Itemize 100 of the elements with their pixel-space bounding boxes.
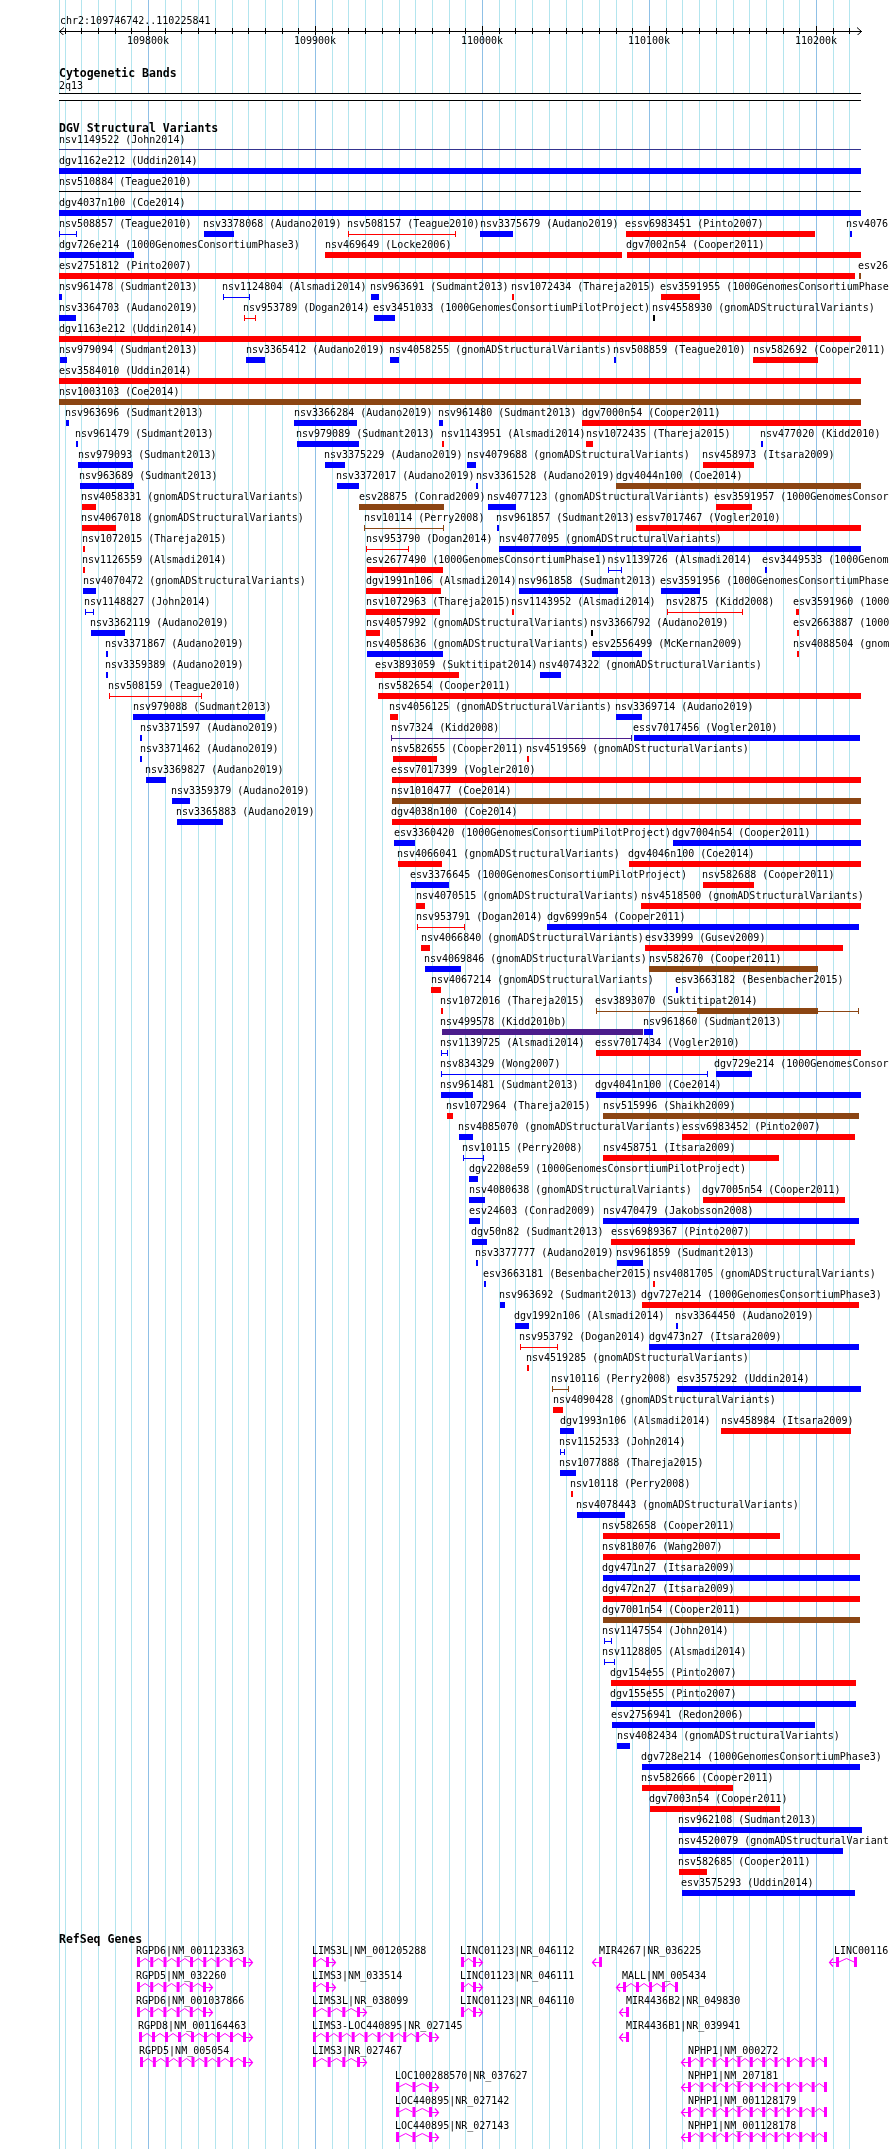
variant-label: esv3893059 (Suktitipat2014) — [375, 659, 538, 671]
variant-label: essv6989367 (Pinto2007) — [611, 1226, 750, 1238]
variant-label: nsv3359389 (Audano2019) — [105, 659, 244, 671]
variant-label: dgv7001n54 (Cooper2011) — [602, 1604, 741, 1616]
variant-label: nsv953792 (Dogan2014) — [519, 1331, 646, 1343]
variant-label: esv3591957 (1000GenomesConsor — [714, 491, 889, 503]
scale-tick-label: 109800k — [126, 35, 170, 47]
variant-label: nsv7324 (Kidd2008) — [391, 722, 500, 734]
variant-label: nsv515996 (Shaikh2009) — [603, 1100, 736, 1112]
variant-label: dgv6999n54 (Cooper2011) — [547, 911, 686, 923]
variant-label: nsv4058255 (gnomADStructuralVariants) — [389, 344, 612, 356]
variant-label: esv2677490 (1000GenomesConsortiumPhase1) — [366, 554, 607, 566]
variant-label: nsv818076 (Wang2007) — [602, 1541, 723, 1553]
variant-label: nsv3364703 (Audano2019) — [59, 302, 198, 314]
variant-label: esv3663181 (Besenbacher2015) — [483, 1268, 652, 1280]
variant-label: nsv3366284 (Audano2019) — [294, 407, 433, 419]
variant-label: nsv508159 (Teague2010) — [108, 680, 241, 692]
variant-label: dgv7003n54 (Cooper2011) — [649, 1793, 788, 1805]
variant-label: nsv458751 (Itsara2009) — [603, 1142, 736, 1154]
gene-label: LOC440895|NR_027142 — [395, 2095, 510, 2107]
gene-label: RGPD5|NM_032260 — [136, 1970, 227, 1982]
variant-label: nsv962108 (Sudmant2013) — [678, 1814, 817, 1826]
variant-label: dgv472n27 (Itsara2009) — [602, 1583, 735, 1595]
variant-label: nsv4090428 (gnomADStructuralVariants) — [553, 1394, 776, 1406]
variant-label: esv28875 (Conrad2009) — [359, 491, 486, 503]
variant-label: nsv458984 (Itsara2009) — [721, 1415, 854, 1427]
variant-label: nsv508859 (Teague2010) — [613, 344, 746, 356]
variant-label: nsv469649 (Locke2006) — [325, 239, 452, 251]
variant-label: nsv4519285 (gnomADStructuralVariants) — [526, 1352, 749, 1364]
variant-label: nsv1143951 (Alsmadi2014) — [441, 428, 586, 440]
variant-label: essv7017467 (Vogler2010) — [636, 512, 781, 524]
variant-label: nsv477020 (Kidd2010) — [760, 428, 881, 440]
variant-label: nsv4070515 (gnomADStructuralVariants) — [416, 890, 639, 902]
gene-label: RGPD6|NM_001037866 — [136, 1995, 245, 2007]
variant-label: esv2751812 (Pinto2007) — [59, 260, 192, 272]
variant-label: nsv3364450 (Audano2019) — [675, 1310, 814, 1322]
variant-label: nsv953791 (Dogan2014) — [416, 911, 543, 923]
variant-label: nsv1077888 (Thareja2015) — [559, 1457, 704, 1469]
variant-label: esv3376645 (1000GenomesConsortiumPilotProject) — [410, 869, 687, 881]
scale-tick-label: 110100k — [627, 35, 671, 47]
variant-label: esv33999 (Gusev2009) — [645, 932, 766, 944]
variant-label: dgv1993n106 (Alsmadi2014) — [560, 1415, 711, 1427]
variant-label: nsv961859 (Sudmant2013) — [616, 1247, 755, 1259]
variant-label: nsv3375679 (Audano2019) — [480, 218, 619, 230]
variant-label: nsv963696 (Sudmant2013) — [65, 407, 204, 419]
variant-label: dgv2208e59 (1000GenomesConsortiumPilotProject) — [469, 1163, 746, 1175]
variant-label: nsv582654 (Cooper2011) — [378, 680, 511, 692]
variant-label: nsv953790 (Dogan2014) — [366, 533, 493, 545]
variant-label: nsv961479 (Sudmant2013) — [75, 428, 214, 440]
gene-label: LINC00116 — [834, 1945, 889, 1957]
band-label: 2q13 — [59, 80, 84, 92]
variant-label: dgv471n27 (Itsara2009) — [602, 1562, 735, 1574]
variant-label: dgv4046n100 (Coe2014) — [628, 848, 755, 860]
gene-label: MIR4436B2|NR_049830 — [626, 1995, 741, 2007]
variant-label: nsv4066840 (gnomADStructuralVariants) — [421, 932, 644, 944]
variant-label: nsv4082434 (gnomADStructuralVariants) — [617, 1730, 840, 1742]
variant-label: nsv4058636 (gnomADStructuralVariants) — [366, 638, 589, 650]
variant-label: essv6983451 (Pinto2007) — [625, 218, 764, 230]
variant-label: nsv1148827 (John2014) — [84, 596, 211, 608]
variant-label: nsv3371867 (Audano2019) — [105, 638, 244, 650]
variant-label: nsv1152533 (John2014) — [559, 1436, 686, 1448]
variant-label: nsv961478 (Sudmant2013) — [59, 281, 198, 293]
variant-label: nsv979093 (Sudmant2013) — [78, 449, 217, 461]
variant-label: esv2756941 (Redon2006) — [611, 1709, 744, 1721]
variant-label: dgv473n27 (Itsara2009) — [649, 1331, 782, 1343]
variant-label: nsv4067018 (gnomADStructuralVariants) — [81, 512, 304, 524]
variant-label: nsv4070472 (gnomADStructuralVariants) — [83, 575, 306, 587]
variant-label: nsv1143952 (Alsmadi2014) — [511, 596, 656, 608]
variant-label: nsv3365883 (Audano2019) — [176, 806, 315, 818]
variant-label: dgv7005n54 (Cooper2011) — [702, 1184, 841, 1196]
gene-label: RGPD8|NM_001164463 — [138, 2020, 247, 2032]
variant-label: nsv3371462 (Audano2019) — [140, 743, 279, 755]
variant-label: nsv1128805 (Alsmadi2014) — [602, 1646, 747, 1658]
scale-tick-label: 109900k — [293, 35, 337, 47]
gene-label: NPHP1|NM_001128178 — [688, 2120, 797, 2132]
variant-label: dgv4041n100 (Coe2014) — [595, 1079, 722, 1091]
variant-label: nsv4077095 (gnomADStructuralVariants) — [499, 533, 722, 545]
variant-label: nsv1003103 (Coe2014) — [59, 386, 180, 398]
variant-label: dgv1991n106 (Alsmadi2014) — [366, 575, 517, 587]
variant-label: nsv3372017 (Audano2019) — [336, 470, 475, 482]
variant-label: dgv729e214 (1000GenomesConsor — [714, 1058, 889, 1070]
gene-label: LIMS3|NR_027467 — [312, 2045, 403, 2057]
variant-label: nsv4519569 (gnomADStructuralVariants) — [526, 743, 749, 755]
variant-label: nsv961857 (Sudmant2013) — [496, 512, 635, 524]
gene-label: NPHP1|NM_000272 — [688, 2045, 779, 2057]
variant-label: dgv1163e212 (Uddin2014) — [59, 323, 198, 335]
variant-label: nsv582666 (Cooper2011) — [641, 1772, 774, 1784]
variant-label: nsv4518500 (gnomADStructuralVariants) — [641, 890, 864, 902]
variant-label: nsv4067214 (gnomADStructuralVariants) — [431, 974, 654, 986]
variant-label: nsv4558930 (gnomADStructuralVariants) — [652, 302, 875, 314]
gene-label: LINC01123|NR_046110 — [460, 1995, 575, 2007]
variant-label: nsv4081705 (gnomADStructuralVariants) — [653, 1268, 876, 1280]
gene-label: LIMS3-LOC440895|NR_027145 — [312, 2020, 463, 2032]
variant-label: dgv7002n54 (Cooper2011) — [626, 239, 765, 251]
gene-label: LOC100288570|NR_037627 — [395, 2070, 528, 2082]
variant-label: esv3575293 (Uddin2014) — [681, 1877, 814, 1889]
variant-label: essv7017456 (Vogler2010) — [633, 722, 778, 734]
variant-label: dgv727e214 (1000GenomesConsortiumPhase3) — [641, 1289, 882, 1301]
gene-label: LIMS3L|NR_038099 — [312, 1995, 409, 2007]
variant-label: dgv7004n54 (Cooper2011) — [672, 827, 811, 839]
